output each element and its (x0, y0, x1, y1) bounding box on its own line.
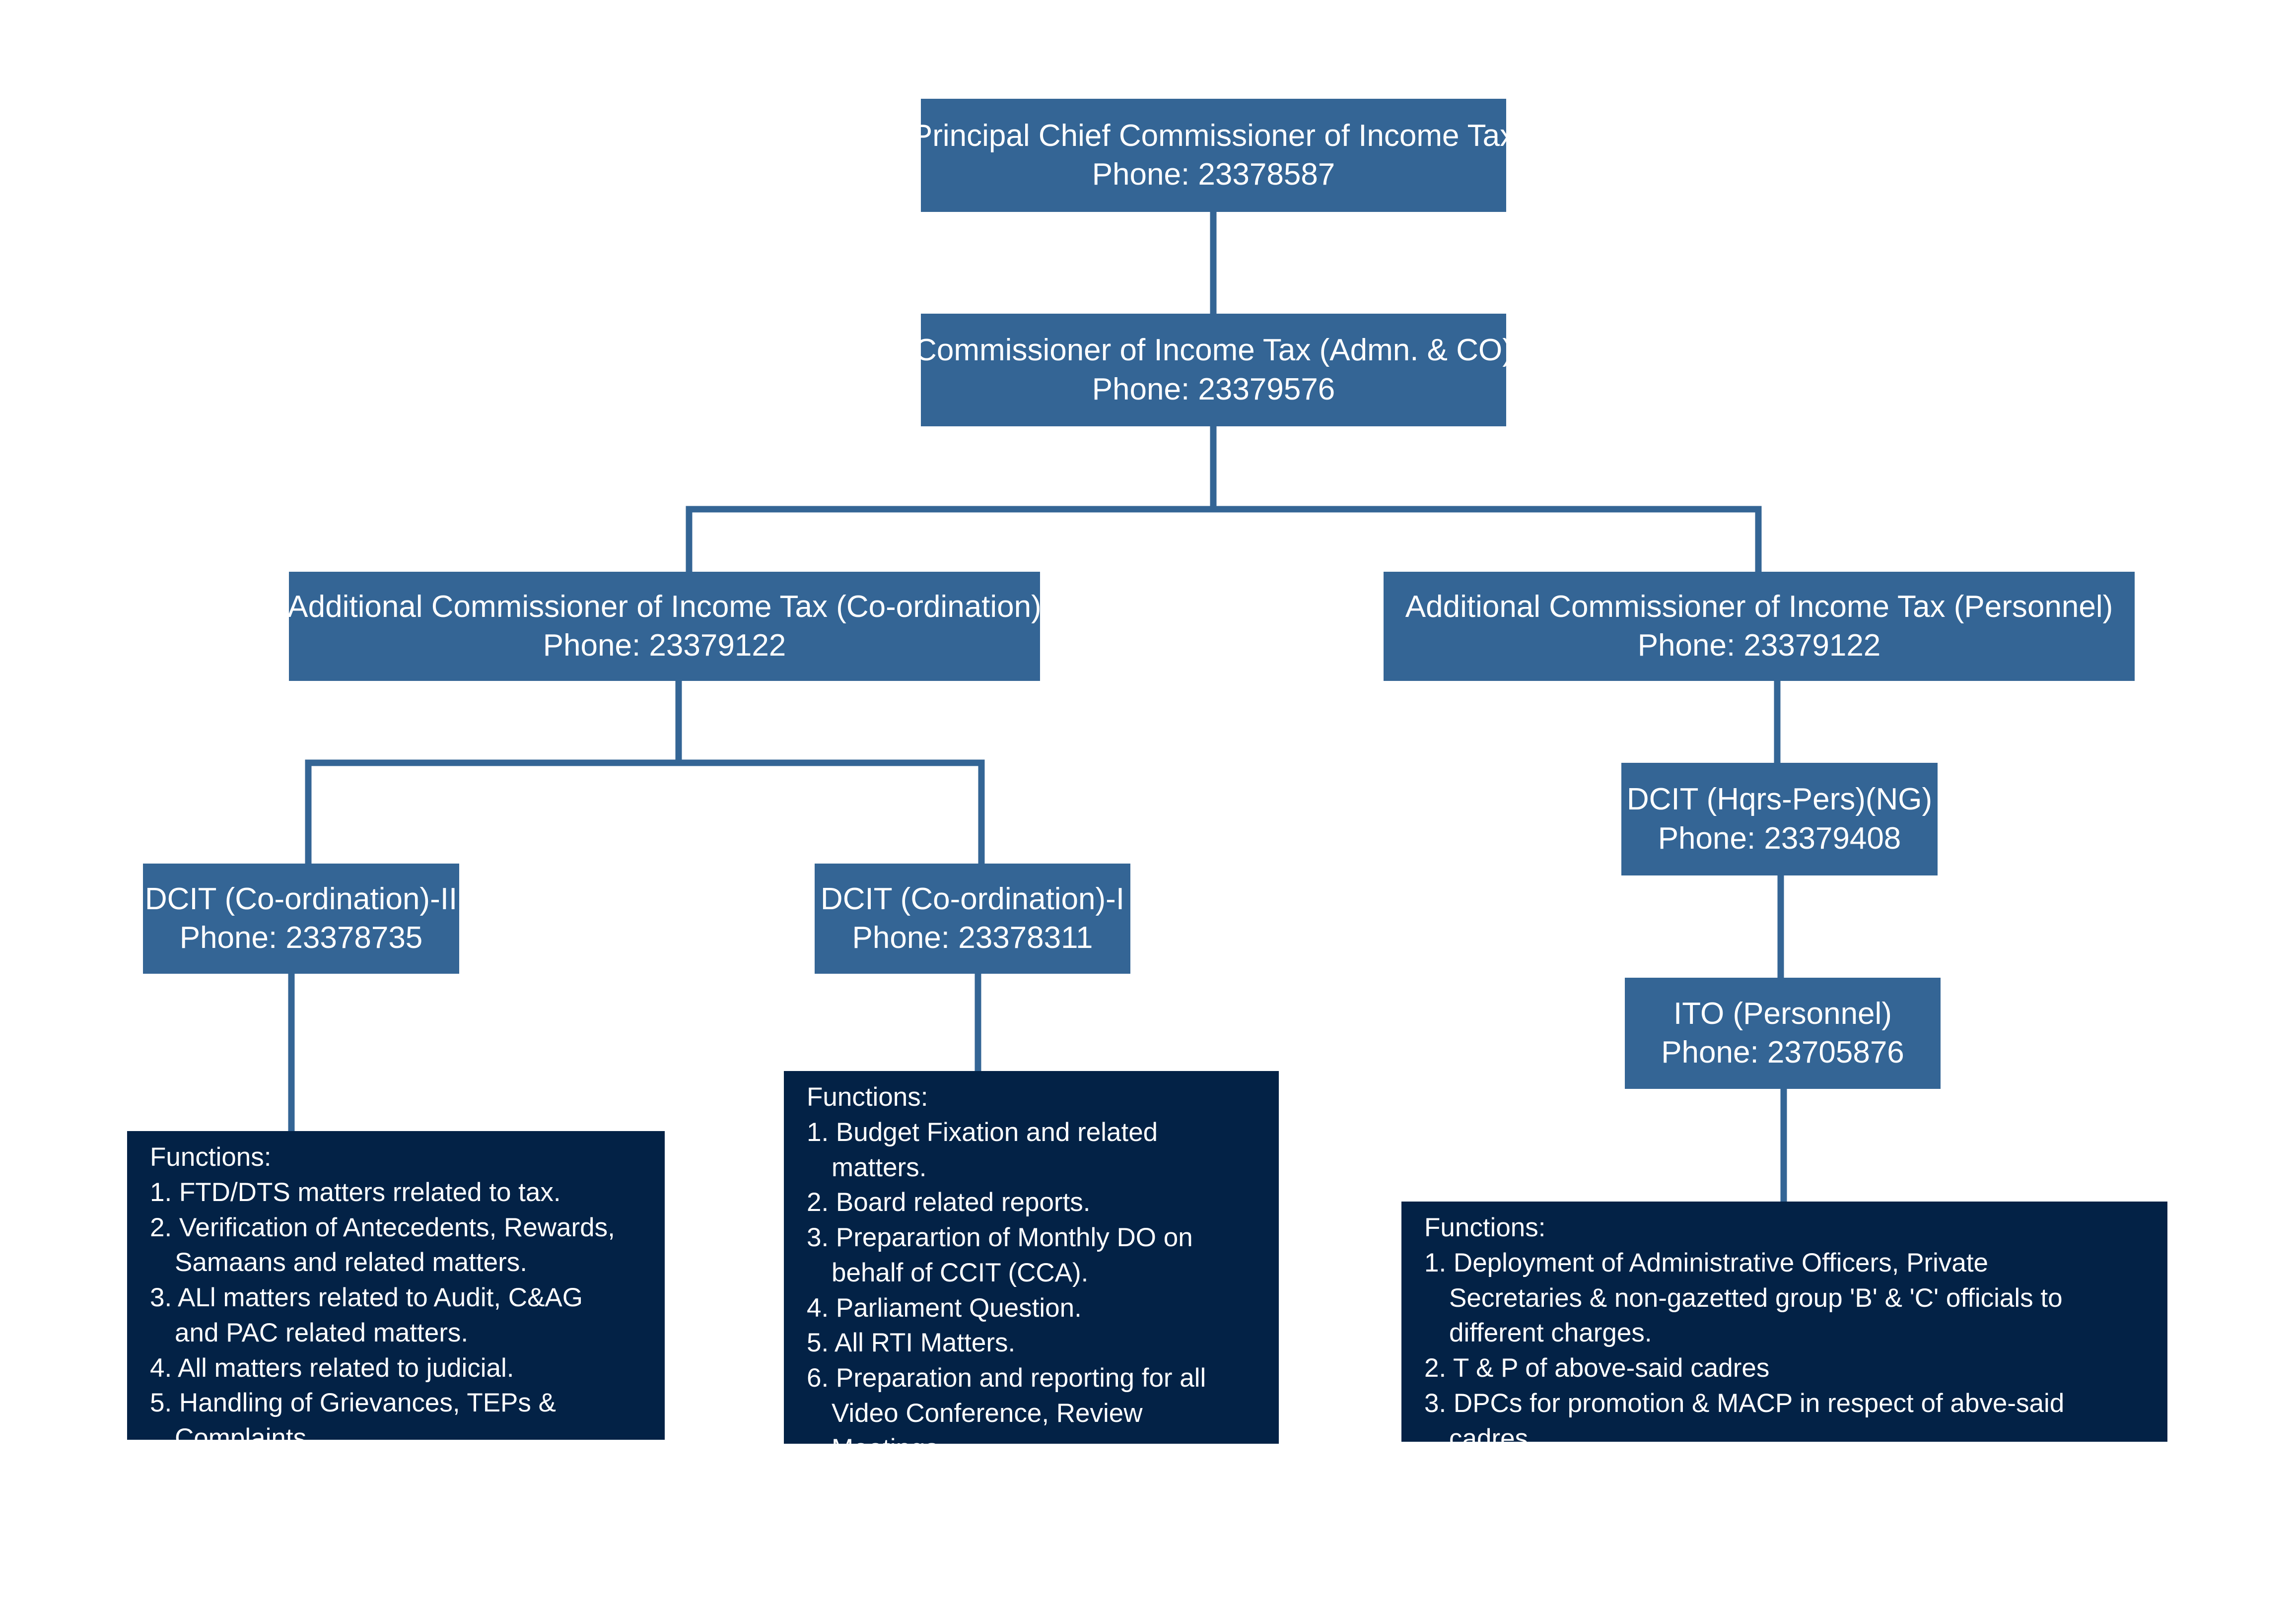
node-title: DCIT (Co-ordination)-I (820, 881, 1125, 916)
connector-addl-coord-dcits (305, 681, 985, 881)
function-item: 5. Handling of Grievances, TEPs & Compla… (150, 1388, 556, 1453)
functions-box-coordination-1: Functions: 1. Budget Fixation and relate… (784, 1071, 1279, 1533)
node-ito-personnel: ITO (Personnel) Phone: 23705876 (1625, 978, 1941, 1089)
node-title: ITO (Personnel) (1673, 996, 1892, 1031)
function-item: 4. Preparation of seniority lists, roste… (1424, 1459, 2043, 1523)
function-item: 2. T & P of above-said cadres (1424, 1353, 1770, 1383)
node-commissioner-admn-co: Commissioner of Income Tax (Admn. & CO) … (914, 314, 1513, 426)
node-additional-commissioner-personnel: Additional Commissioner of Income Tax (P… (1384, 572, 2135, 681)
function-item: 5. All RTI Matters. (807, 1328, 1016, 1358)
node-title: Commissioner of Income Tax (Admn. & CO) (914, 333, 1513, 368)
function-item: 2. Board related reports. (807, 1188, 1091, 1217)
node-title: Additional Commissioner of Income Tax (P… (1405, 589, 2113, 624)
function-item: 4. Parliament Question. (807, 1293, 1082, 1323)
node-dcit-coordination-1: DCIT (Co-ordination)-I Phone: 23378311 (815, 864, 1130, 974)
node-phone: Phone: 23379408 (1658, 821, 1901, 856)
node-dcit-coordination-2: DCIT (Co-ordination)-II Phone: 23378735 (143, 864, 459, 974)
functions-box-personnel: Functions: 1. Deployment of Administrati… (1401, 1202, 2167, 1523)
function-item: 4. All matters related to judicial. (150, 1353, 514, 1383)
node-title: Principal Chief Commissioner of Income T… (911, 118, 1516, 153)
function-item: 7. Central Action Plan and related matte… (807, 1469, 1199, 1533)
function-item: 6. Preparation and reporting for all Vid… (807, 1363, 1206, 1463)
node-phone: Phone: 23379576 (1092, 372, 1335, 406)
function-item: 3. DPCs for promotion & MACP in respect … (1424, 1388, 2065, 1453)
functions-box-coordination-2: Functions: 1. FTD/DTS matters rrelated t… (127, 1131, 665, 1453)
functions-heading: Functions: (150, 1142, 272, 1172)
function-item: 2. Verification of Antecedents, Rewards,… (150, 1212, 615, 1277)
node-additional-commissioner-coordination: Additional Commissioner of Income Tax (C… (287, 572, 1042, 681)
function-item: 1. Deployment of Administrative Officers… (1424, 1248, 2063, 1348)
node-dcit-hqrs-pers: DCIT (Hqrs-Pers)(NG) Phone: 23379408 (1621, 763, 1938, 875)
functions-heading: Functions: (807, 1082, 928, 1112)
function-item: 3. ALl matters related to Audit, C&AG an… (150, 1283, 583, 1347)
node-phone: Phone: 23379122 (543, 628, 786, 663)
node-phone: Phone: 23379122 (1637, 628, 1881, 663)
function-item: 1. FTD/DTS matters rrelated to tax. (150, 1177, 561, 1207)
connector-cit-additional-commissioners (686, 426, 1762, 572)
function-item: 3. Preparartion of Monthly DO on behalf … (807, 1223, 1193, 1287)
functions-heading: Functions: (1424, 1213, 1546, 1242)
node-title: DCIT (Hqrs-Pers)(NG) (1626, 782, 1933, 817)
node-phone: Phone: 23378587 (1092, 157, 1335, 192)
node-phone: Phone: 23705876 (1661, 1035, 1904, 1070)
node-title: DCIT (Co-ordination)-II (144, 881, 458, 916)
node-principal-chief-commissioner: Principal Chief Commissioner of Income T… (912, 99, 1515, 212)
function-item: 1. Budget Fixation and related matters. (807, 1117, 1158, 1182)
node-title: Additional Commissioner of Income Tax (C… (287, 589, 1042, 624)
node-phone: Phone: 23378735 (179, 921, 423, 955)
node-phone: Phone: 23378311 (852, 921, 1093, 955)
